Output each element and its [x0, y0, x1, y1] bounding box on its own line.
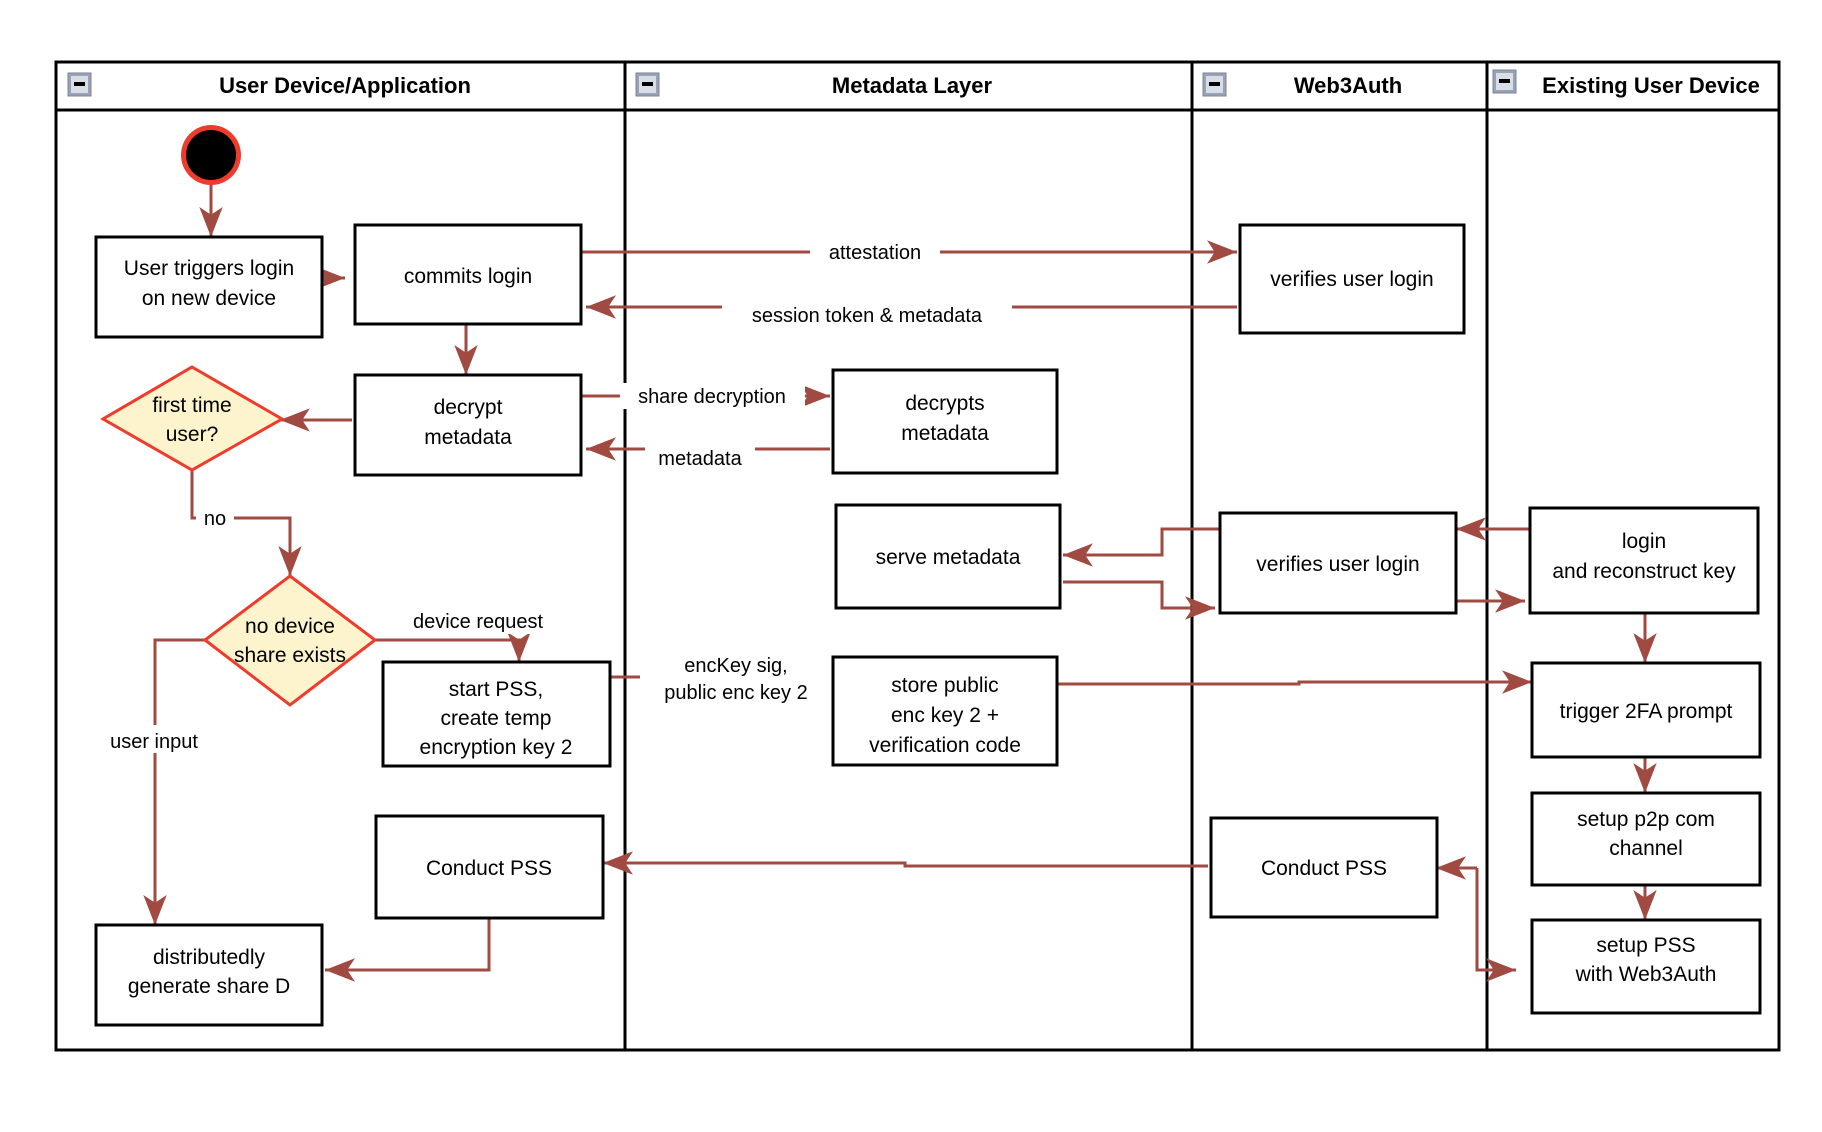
- svg-text:setup PSS: setup PSS: [1596, 934, 1695, 957]
- edge-d2-to-n6-user-input: [143, 638, 206, 925]
- svg-text:encKey sig,: encKey sig,: [684, 655, 787, 677]
- node-conduct-pss-web3auth[interactable]: Conduct PSS: [1209, 816, 1439, 919]
- svg-text:public enc key 2: public enc key 2: [664, 682, 807, 704]
- svg-text:decrypt: decrypt: [434, 396, 503, 419]
- edge-n5-to-n6: [325, 918, 491, 982]
- svg-text:first time: first time: [152, 394, 231, 417]
- svg-text:no: no: [204, 508, 226, 530]
- svg-text:and reconstruct key: and reconstruct key: [1552, 560, 1736, 583]
- edge-label-no: no: [196, 505, 234, 531]
- edge-d2-to-n4-device-request: [373, 632, 531, 662]
- start-node[interactable]: [181, 125, 241, 185]
- edge-d1-to-d2-no: [190, 470, 302, 576]
- node-decrypts-metadata[interactable]: decrypts metadata: [831, 368, 1059, 475]
- node-login-and-reconstruct-key[interactable]: login and reconstruct key: [1528, 506, 1760, 615]
- collapse-minus-icon[interactable]: [635, 72, 660, 97]
- svg-text:share decryption: share decryption: [638, 386, 786, 408]
- edge-n11-to-n8: [1063, 527, 1220, 567]
- svg-text:verification code: verification code: [869, 734, 1021, 757]
- node-serve-metadata[interactable]: serve metadata: [834, 503, 1062, 610]
- svg-text:commits login: commits login: [404, 265, 532, 288]
- svg-text:create temp: create temp: [441, 707, 552, 730]
- lane-title-existing-device: Existing User Device: [1542, 73, 1760, 98]
- lane-header-web3auth[interactable]: Web3Auth: [1202, 72, 1402, 98]
- lane-header-existing-device[interactable]: Existing User Device: [1492, 69, 1760, 98]
- svg-text:setup p2p com: setup p2p com: [1577, 808, 1715, 831]
- edge-label-user-input: user input: [90, 725, 218, 753]
- decision-no-device-share-exists[interactable]: no device share exists: [202, 574, 378, 707]
- edge-branch-to-n16: [1475, 868, 1516, 982]
- lane-frame: [54, 60, 1781, 1052]
- svg-text:login: login: [1622, 530, 1666, 553]
- svg-text:device request: device request: [413, 611, 544, 633]
- svg-text:Conduct PSS: Conduct PSS: [1261, 857, 1387, 880]
- edge-label-session-token: session token & metadata: [722, 296, 1012, 327]
- node-trigger-2fa-prompt[interactable]: trigger 2FA prompt: [1530, 661, 1762, 759]
- edge-label-enckey-sig: encKey sig, public enc key 2: [640, 650, 840, 708]
- node-decrypt-metadata[interactable]: decrypt metadata: [353, 373, 583, 477]
- collapse-minus-icon[interactable]: [67, 72, 92, 97]
- svg-text:channel: channel: [1609, 837, 1683, 860]
- svg-text:metadata: metadata: [901, 422, 989, 445]
- edge-label-share-decryption: share decryption: [620, 383, 805, 409]
- svg-text:share exists: share exists: [234, 644, 346, 667]
- svg-text:generate share D: generate share D: [128, 975, 290, 998]
- edge-label-attestation: attestation: [810, 238, 940, 264]
- svg-text:on new device: on new device: [142, 287, 276, 310]
- svg-text:attestation: attestation: [829, 242, 921, 264]
- svg-text:session token & metadata: session token & metadata: [752, 305, 983, 327]
- svg-text:distributedly: distributedly: [153, 946, 266, 969]
- node-distributedly-generate-share-d[interactable]: distributedly generate share D: [94, 923, 324, 1027]
- svg-text:metadata: metadata: [658, 448, 742, 470]
- collapse-minus-icon[interactable]: [1202, 72, 1227, 97]
- lane-title-metadata: Metadata Layer: [832, 73, 993, 98]
- node-start-pss-create-temp-key[interactable]: start PSS, create temp encryption key 2: [381, 660, 612, 768]
- node-verifies-user-login-1[interactable]: verifies user login: [1238, 223, 1466, 335]
- svg-text:serve metadata: serve metadata: [876, 546, 1021, 569]
- lane-header-metadata[interactable]: Metadata Layer: [635, 72, 993, 98]
- edge-n12-to-n5: [603, 851, 1208, 875]
- svg-text:verifies user login: verifies user login: [1270, 268, 1433, 291]
- lane-header-user-device[interactable]: User Device/Application: [67, 72, 471, 98]
- node-setup-p2p-com-channel[interactable]: setup p2p com channel: [1530, 791, 1762, 887]
- collapse-minus-icon[interactable]: [1492, 69, 1517, 94]
- node-verifies-user-login-2[interactable]: verifies user login: [1218, 511, 1458, 615]
- edge-label-device-request: device request: [395, 608, 561, 634]
- svg-text:user input: user input: [110, 731, 198, 753]
- lane-title-user-device: User Device/Application: [219, 73, 471, 98]
- edge-labels-layer: attestation session token & metadata sha…: [90, 238, 1012, 753]
- svg-text:user?: user?: [166, 423, 219, 446]
- svg-text:User triggers login: User triggers login: [124, 257, 294, 280]
- svg-text:enc key 2 +: enc key 2 +: [891, 704, 999, 727]
- node-setup-pss-with-web3auth[interactable]: setup PSS with Web3Auth: [1530, 918, 1762, 1015]
- edge-n8-to-n11: [1063, 580, 1215, 620]
- decision-first-time-user[interactable]: first time user?: [100, 365, 286, 472]
- svg-text:encryption key 2: encryption key 2: [420, 736, 573, 759]
- svg-text:store public: store public: [891, 674, 998, 697]
- svg-text:verifies user login: verifies user login: [1256, 553, 1419, 576]
- svg-text:start PSS,: start PSS,: [449, 678, 544, 701]
- svg-text:decrypts: decrypts: [905, 392, 984, 415]
- svg-text:trigger 2FA prompt: trigger 2FA prompt: [1560, 700, 1733, 723]
- edge-label-metadata: metadata: [645, 440, 755, 470]
- node-conduct-pss-user[interactable]: Conduct PSS: [374, 814, 605, 920]
- svg-text:Conduct PSS: Conduct PSS: [426, 857, 552, 880]
- node-commits-login[interactable]: commits login: [353, 223, 583, 326]
- node-user-triggers-login[interactable]: User triggers login on new device: [94, 235, 324, 339]
- lane-title-web3auth: Web3Auth: [1294, 73, 1402, 98]
- node-store-public-enc-key[interactable]: store public enc key 2 + verification co…: [831, 655, 1059, 767]
- edge-n9-to-n14: [1057, 670, 1532, 694]
- diagram-outer-border: [54, 60, 1781, 1052]
- svg-text:with Web3Auth: with Web3Auth: [1575, 963, 1717, 986]
- svg-text:metadata: metadata: [424, 426, 512, 449]
- svg-text:no device: no device: [245, 615, 335, 638]
